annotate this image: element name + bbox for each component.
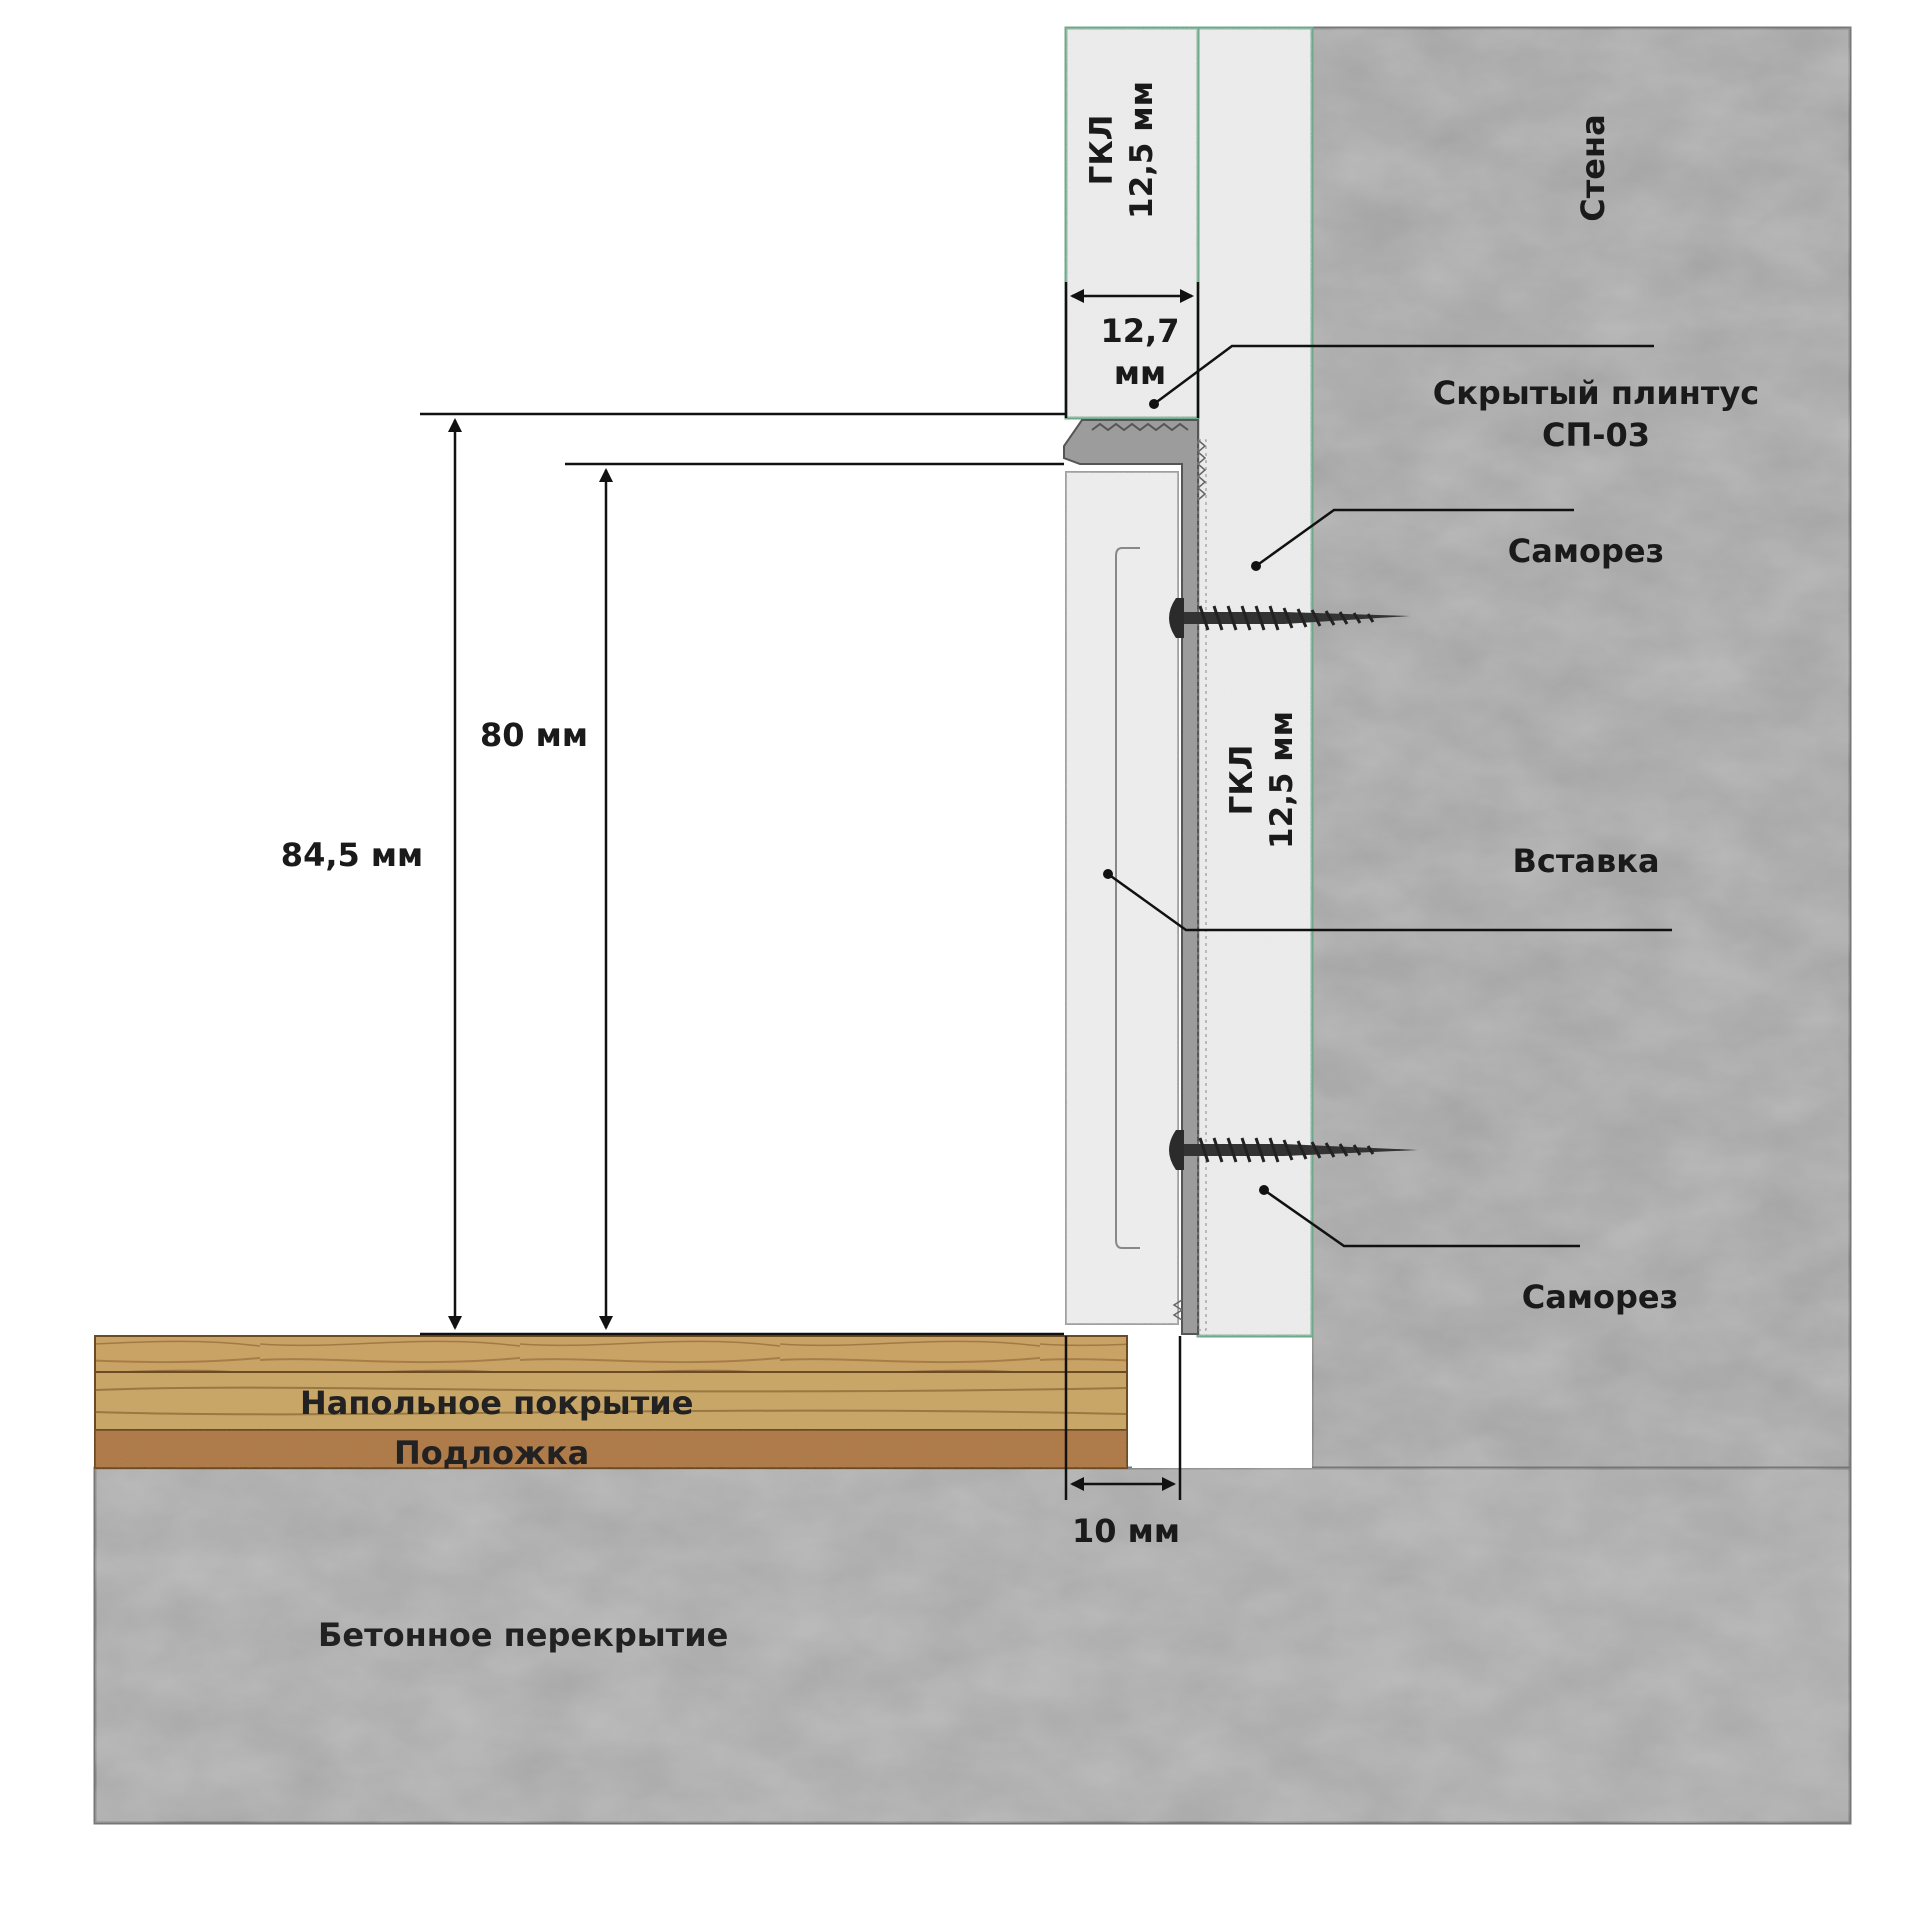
expansion-gap: [1132, 1336, 1312, 1468]
screw-top: [1169, 598, 1410, 638]
concrete-wall: [1310, 26, 1852, 1470]
plinth-insert: [1065, 471, 1179, 1325]
screw-top-label: Саморез: [1508, 532, 1664, 570]
underlay-label: Подложка: [394, 1434, 589, 1472]
concrete-slab: [93, 1466, 1852, 1825]
gkl-mid-label-line1: ГКЛ: [1224, 745, 1260, 816]
leader-dots: [1103, 399, 1269, 1195]
plinth-label-line1: Скрытый плинтус: [1433, 374, 1760, 412]
underlay-layer: [94, 1429, 1128, 1469]
gap-10-label: 10 мм: [1072, 1512, 1180, 1550]
height-845-label: 84,5 мм: [281, 836, 423, 874]
flooring-label: Напольное покрытие: [300, 1384, 693, 1422]
gkl-top-label-line1: ГКЛ: [1084, 115, 1120, 186]
width-value-label: 12,7: [1101, 312, 1180, 350]
drywall-front-top: [1064, 26, 1200, 420]
plinth-profile: [1063, 419, 1207, 1335]
plinth-label-line2: СП-03: [1542, 416, 1650, 454]
gkl-mid-label-line2: 12,5 мм: [1264, 711, 1300, 849]
slab-label: Бетонное перекрытие: [318, 1616, 728, 1654]
width-unit-label: мм: [1114, 354, 1166, 392]
drywall-back: [1196, 26, 1314, 1338]
gkl-top-label-line2: 12,5 мм: [1124, 81, 1160, 219]
screw-bottom-label: Саморез: [1522, 1278, 1678, 1316]
screw-bottom: [1169, 1130, 1418, 1170]
wall-label: Стена: [1574, 114, 1612, 221]
leader-lines: [1107, 344, 1672, 1248]
height-80-label: 80 мм: [480, 716, 588, 754]
dimension-lines: [420, 282, 1200, 1500]
insert-label: Вставка: [1512, 842, 1659, 880]
flooring-layer: [94, 1335, 1128, 1431]
